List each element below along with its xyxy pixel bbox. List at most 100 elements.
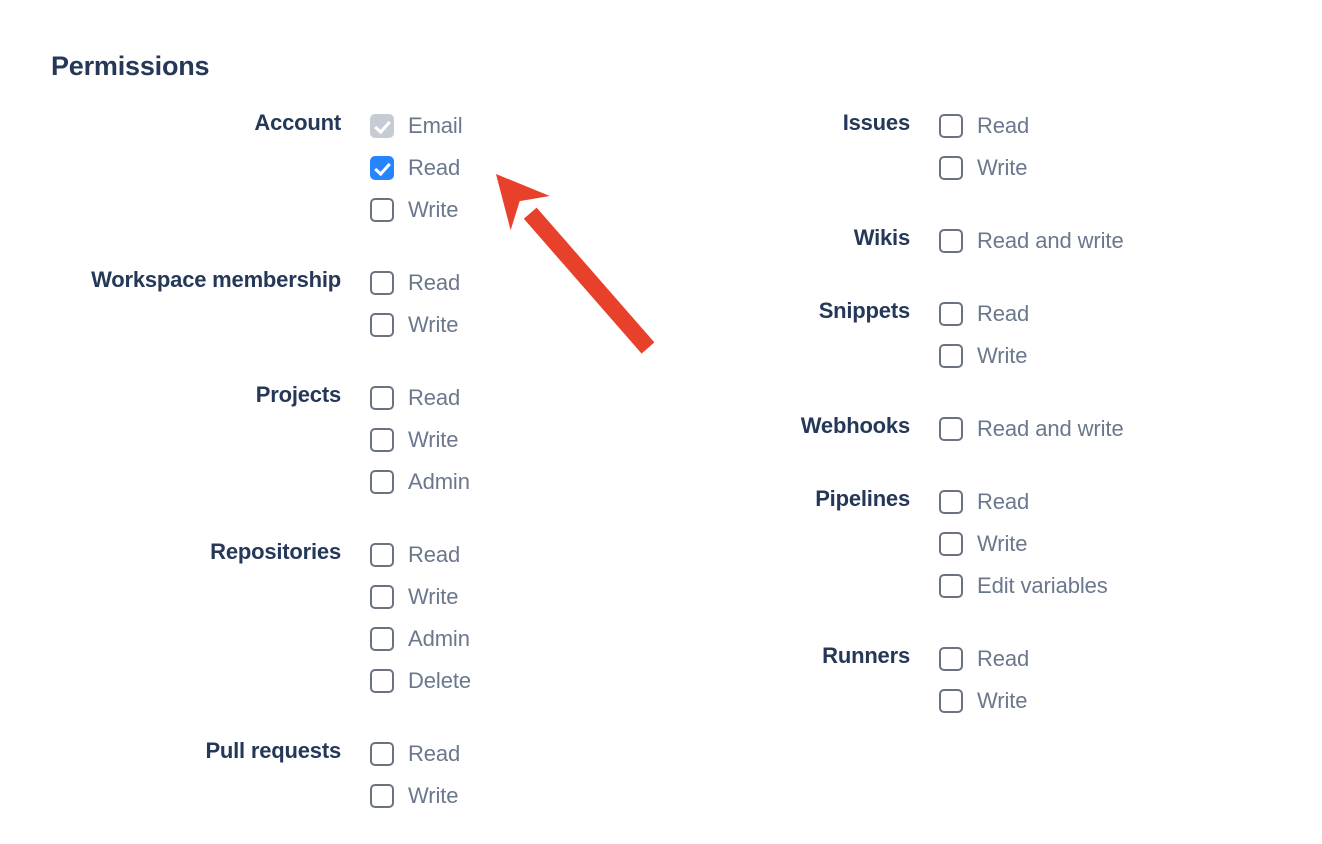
page-title: Permissions: [51, 51, 210, 81]
permission-option-label[interactable]: Write: [408, 427, 459, 452]
permission-option-row[interactable]: Write: [370, 419, 660, 461]
checkbox-unchecked[interactable]: [370, 428, 394, 452]
permission-option-row[interactable]: Read: [370, 377, 660, 419]
permission-option-label[interactable]: Read: [977, 646, 1030, 671]
checkbox-unchecked[interactable]: [370, 470, 394, 494]
permission-group-label: Issues: [842, 110, 910, 135]
checkbox-unchecked[interactable]: [939, 229, 963, 253]
checkbox-unchecked[interactable]: [370, 585, 394, 609]
permission-option-label[interactable]: Delete: [408, 668, 471, 693]
checkbox-unchecked[interactable]: [939, 156, 963, 180]
checkbox-unchecked[interactable]: [370, 271, 394, 295]
permission-option-label[interactable]: Read: [408, 542, 461, 567]
permission-option-row[interactable]: Write: [939, 147, 1260, 189]
checkbox-unchecked[interactable]: [370, 742, 394, 766]
checkbox-unchecked[interactable]: [939, 114, 963, 138]
checkbox-unchecked[interactable]: [370, 198, 394, 222]
permission-option-row[interactable]: Read: [370, 262, 660, 304]
permission-option-row[interactable]: Write: [939, 335, 1260, 377]
checkbox-unchecked[interactable]: [370, 543, 394, 567]
permission-group-label: Pull requests: [205, 738, 341, 763]
permission-option-label[interactable]: Read: [408, 155, 461, 180]
checkbox-unchecked[interactable]: [370, 627, 394, 651]
permission-option-label[interactable]: Read: [977, 301, 1030, 326]
permission-option-row[interactable]: Edit variables: [939, 565, 1260, 607]
permission-group: Webhooks Read and write: [600, 407, 1260, 450]
permission-group-label: Runners: [822, 643, 910, 668]
permission-group-label: Account: [254, 110, 341, 135]
checkbox-unchecked[interactable]: [370, 386, 394, 410]
permission-option-label[interactable]: Read: [408, 385, 461, 410]
permission-group-label: Webhooks: [800, 413, 910, 438]
permission-option-label[interactable]: Write: [408, 584, 459, 609]
permission-option-row[interactable]: Email: [370, 105, 660, 147]
checkbox-unchecked[interactable]: [939, 417, 963, 441]
checkbox-unchecked[interactable]: [939, 647, 963, 671]
checkbox-unchecked[interactable]: [370, 784, 394, 808]
permission-option-row[interactable]: Read: [370, 733, 660, 775]
permission-option-label[interactable]: Email: [408, 113, 463, 138]
permission-option-label[interactable]: Read: [977, 489, 1030, 514]
permission-group-label: Workspace membership: [91, 267, 341, 292]
permission-option-row[interactable]: Delete: [370, 660, 660, 702]
permission-option-row[interactable]: Admin: [370, 461, 660, 503]
permission-option-label[interactable]: Read: [408, 741, 461, 766]
checkbox-unchecked[interactable]: [939, 532, 963, 556]
permission-option-label[interactable]: Read: [977, 113, 1030, 138]
permission-option-label[interactable]: Write: [408, 312, 459, 337]
permission-option-label[interactable]: Read: [408, 270, 461, 295]
checkbox-unchecked[interactable]: [939, 490, 963, 514]
permission-option-row[interactable]: Read: [939, 293, 1260, 335]
permission-option-label[interactable]: Admin: [408, 469, 470, 494]
permission-option-row[interactable]: Read and write: [939, 408, 1260, 450]
permission-option-label[interactable]: Write: [977, 155, 1028, 180]
permission-option-label[interactable]: Write: [977, 688, 1028, 713]
permission-option-row[interactable]: Read: [370, 147, 660, 189]
permission-option-row[interactable]: Write: [370, 775, 660, 817]
permission-option-row[interactable]: Write: [370, 304, 660, 346]
permission-option-row[interactable]: Read and write: [939, 220, 1260, 262]
checkbox-disabled-checked: [370, 114, 394, 138]
checkbox-unchecked[interactable]: [370, 313, 394, 337]
permission-option-row[interactable]: Read: [370, 534, 660, 576]
permission-option-row[interactable]: Read: [939, 638, 1260, 680]
permission-option-row[interactable]: Read: [939, 481, 1260, 523]
checkbox-unchecked[interactable]: [370, 669, 394, 693]
permission-option-label[interactable]: Admin: [408, 626, 470, 651]
permission-option-row[interactable]: Write: [939, 523, 1260, 565]
checkbox-unchecked[interactable]: [939, 574, 963, 598]
checkbox-unchecked[interactable]: [939, 689, 963, 713]
permission-option-label[interactable]: Write: [408, 197, 459, 222]
permission-option-row[interactable]: Read: [939, 105, 1260, 147]
permission-option-list: Read and write: [910, 407, 1260, 450]
permission-option-row[interactable]: Admin: [370, 618, 660, 660]
checkbox-unchecked[interactable]: [939, 344, 963, 368]
permission-option-label[interactable]: Write: [977, 531, 1028, 556]
permission-option-label[interactable]: Read and write: [977, 228, 1124, 253]
permission-option-label[interactable]: Read and write: [977, 416, 1124, 441]
permission-option-label[interactable]: Write: [408, 783, 459, 808]
permission-option-label[interactable]: Write: [977, 343, 1028, 368]
permission-option-row[interactable]: Write: [370, 576, 660, 618]
checkbox-unchecked[interactable]: [939, 302, 963, 326]
permission-option-row[interactable]: Write: [939, 680, 1260, 722]
permission-option-label[interactable]: Edit variables: [977, 573, 1108, 598]
permission-option-row[interactable]: Write: [370, 189, 660, 231]
checkbox-checked[interactable]: [370, 156, 394, 180]
